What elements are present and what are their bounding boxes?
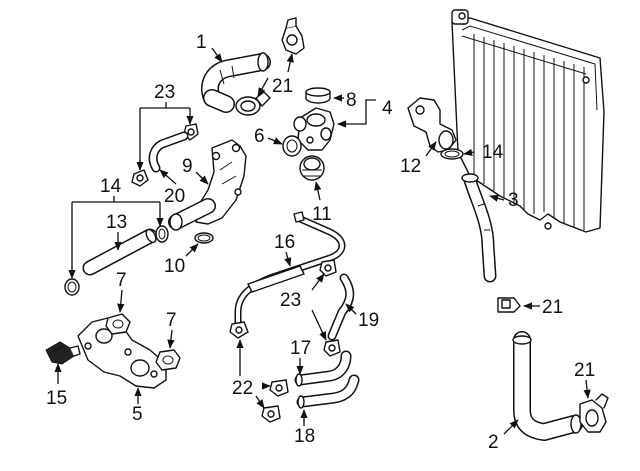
callout-3: 3 — [508, 190, 519, 211]
callout-16: 16 — [274, 232, 295, 253]
callout-19: 19 — [358, 310, 379, 331]
gasket-7-upper — [105, 313, 131, 335]
water-outlet-housing-5 — [77, 317, 167, 389]
callout-14-upper: 14 — [482, 142, 504, 163]
callout-21-top: 21 — [272, 76, 293, 97]
clamp-22-upper — [269, 379, 289, 397]
callout-13: 13 — [106, 212, 127, 233]
clamp-23-middle — [319, 259, 337, 277]
o-ring-10 — [194, 232, 214, 244]
callout-2: 2 — [488, 432, 499, 453]
lower-radiator-hose — [512, 331, 583, 441]
bypass-hose — [148, 131, 189, 173]
leader-lines — [54, 47, 591, 435]
callout-20: 20 — [164, 186, 185, 207]
o-ring-14-upper — [440, 148, 464, 160]
callout-18: 18 — [294, 426, 315, 447]
callout-17: 17 — [290, 338, 311, 359]
heater-hose-17 — [294, 350, 352, 387]
hose-clamp-21-bottom — [579, 393, 609, 433]
thermostat-11 — [299, 155, 325, 181]
callout-5: 5 — [132, 404, 143, 425]
callout-10: 10 — [164, 256, 185, 277]
clamp-23-lower — [131, 169, 149, 187]
callout-21-bottom: 21 — [574, 360, 595, 381]
heater-hose-18 — [296, 374, 360, 409]
hose-clamp-21-right — [497, 297, 521, 313]
clamp-22-lower — [261, 405, 281, 423]
callout-14-left: 14 — [100, 176, 122, 197]
callout-labels: 1 21 23 8 4 6 9 12 14 20 14 3 11 13 16 1… — [46, 32, 595, 453]
water-outlet-pipe — [168, 139, 247, 231]
hose-clamp-top — [281, 17, 305, 55]
hose-clamp-upper-hose — [235, 91, 271, 116]
callout-22: 22 — [232, 378, 253, 399]
water-inlet-12 — [407, 97, 457, 153]
o-ring-14-left — [64, 278, 80, 296]
water-pipe-13 — [82, 228, 158, 276]
filler-cap — [305, 87, 331, 104]
callout-8: 8 — [346, 90, 357, 111]
thermostat-housing — [293, 107, 335, 151]
callout-6: 6 — [254, 126, 265, 147]
gasket-7-right — [155, 349, 181, 371]
callout-23-middle: 23 — [280, 290, 301, 311]
upper-radiator-hose — [201, 52, 271, 113]
o-ring-14-right — [155, 225, 169, 243]
lower-radiator-tube — [461, 173, 497, 283]
callout-7-left: 7 — [116, 270, 127, 291]
callout-21-right: 21 — [542, 297, 563, 318]
callout-4: 4 — [382, 98, 393, 119]
callout-7-right: 7 — [166, 310, 177, 331]
callout-15: 15 — [46, 388, 67, 409]
callout-23-left: 23 — [154, 82, 175, 103]
callout-9: 9 — [182, 156, 193, 177]
gasket-6 — [282, 135, 302, 157]
heater-pipe-16 — [234, 211, 346, 330]
sensor-15 — [45, 341, 81, 365]
callout-1: 1 — [196, 32, 207, 53]
clamp-23-lower-mid — [323, 339, 341, 357]
clamp-heater-pipe — [229, 321, 249, 339]
heater-hose-19 — [327, 273, 355, 341]
radiator — [451, 9, 605, 233]
callout-11: 11 — [312, 204, 332, 225]
callout-12: 12 — [400, 156, 421, 177]
